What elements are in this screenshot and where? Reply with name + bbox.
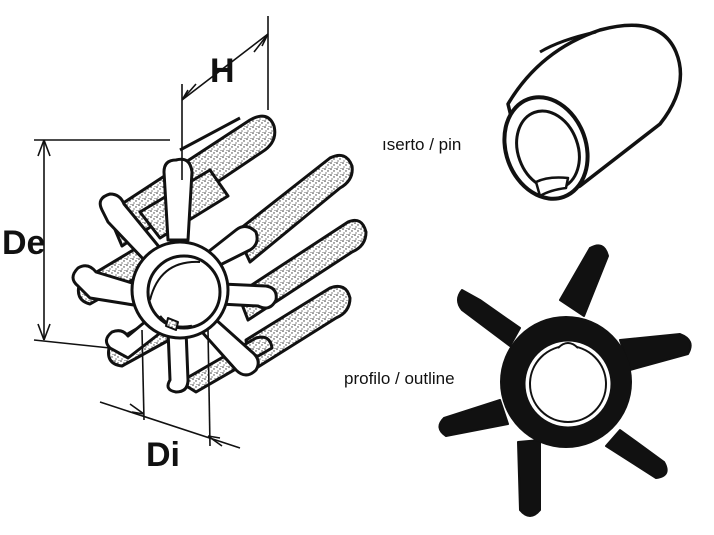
hub-bore	[146, 254, 222, 330]
outer-diameter-label: De	[2, 224, 46, 262]
outline-caption: profilo / outline	[344, 369, 455, 388]
outline-profile	[438, 244, 692, 517]
dimension-lines	[33, 16, 269, 449]
pin-caption: ıserto / pin	[382, 135, 462, 154]
pin-insert	[502, 23, 683, 201]
inner-diameter-label: Di	[146, 436, 180, 474]
impeller-3d	[71, 114, 368, 394]
height-label: H	[210, 52, 235, 90]
